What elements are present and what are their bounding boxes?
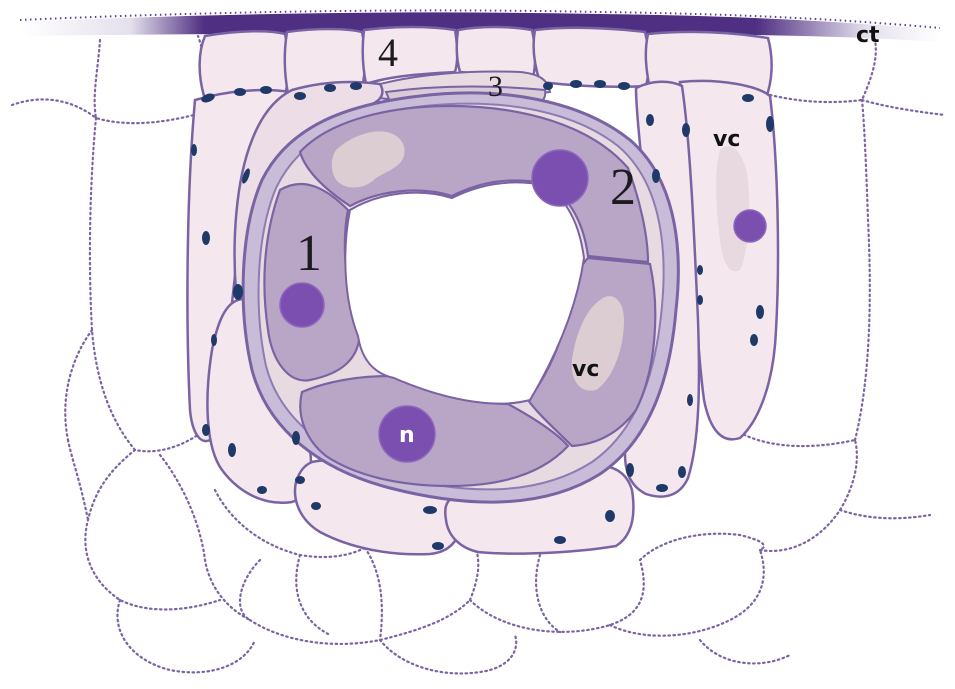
label-cell-1: 1 <box>296 225 322 282</box>
small-nucleus <box>697 265 703 275</box>
small-nucleus <box>543 82 553 90</box>
dotted-cell <box>95 36 207 123</box>
dotted-cell <box>735 430 855 446</box>
dotted-cell <box>240 560 260 620</box>
nucleus-cell-2 <box>532 150 588 206</box>
small-nucleus <box>260 86 272 94</box>
dotted-cell <box>365 548 382 640</box>
small-nucleus <box>646 114 654 126</box>
dotted-cell <box>855 100 870 440</box>
small-nucleus <box>432 542 444 550</box>
dotted-cell <box>296 555 330 635</box>
small-nucleus <box>324 84 336 92</box>
small-nucleus <box>656 484 668 492</box>
epidermal-cell <box>534 28 649 87</box>
small-nucleus <box>678 466 686 478</box>
dotted-cell <box>65 330 92 440</box>
small-nucleus <box>682 123 690 137</box>
dotted-cell <box>85 450 220 609</box>
label-vacuole-inner: vc <box>572 357 599 382</box>
small-nucleus <box>626 463 634 477</box>
small-nucleus <box>605 510 615 522</box>
small-nucleus <box>554 536 566 544</box>
dotted-cell <box>470 545 478 600</box>
label-cell-2: 2 <box>610 159 636 216</box>
dotted-cell <box>862 100 945 115</box>
dotted-cell <box>760 440 857 551</box>
small-nucleus <box>570 80 582 88</box>
dotted-cell <box>68 440 88 520</box>
small-nucleus <box>234 88 246 96</box>
small-nucleus <box>294 92 306 100</box>
dotted-cell <box>250 600 470 644</box>
small-nucleus <box>228 443 236 457</box>
small-nucleus <box>202 231 210 245</box>
label-cell-3: 3 <box>488 70 503 103</box>
small-nucleus <box>756 305 764 319</box>
label-cell-4: 4 <box>378 30 398 75</box>
small-nucleus <box>766 116 774 132</box>
nucleus-cell-1 <box>280 283 324 327</box>
dotted-cell <box>470 560 644 632</box>
small-nucleus <box>311 502 321 510</box>
label-nucleus: n <box>399 423 415 448</box>
dotted-cell <box>536 555 560 632</box>
dotted-cell <box>840 510 930 518</box>
nucleus-far-right <box>734 210 766 242</box>
label-cuticle: ct <box>856 23 880 48</box>
small-nucleus <box>257 486 267 494</box>
small-nucleus <box>191 144 197 156</box>
small-nucleus <box>202 424 210 436</box>
small-nucleus <box>594 80 606 88</box>
small-nucleus <box>295 476 305 484</box>
small-nucleus <box>233 284 243 300</box>
dotted-cell <box>640 534 764 560</box>
small-nucleus <box>750 334 758 346</box>
small-nucleus <box>687 394 693 406</box>
small-nucleus <box>697 295 703 305</box>
dotted-cell <box>12 99 96 118</box>
dotted-cell <box>380 635 516 673</box>
small-nucleus <box>618 82 630 90</box>
small-nucleus <box>652 169 660 183</box>
small-nucleus <box>423 506 437 514</box>
small-nucleus <box>350 82 362 90</box>
small-nucleus <box>211 334 217 346</box>
small-nucleus <box>742 94 754 102</box>
dotted-cell <box>610 550 764 636</box>
label-vacuole-top-right: vc <box>713 127 740 152</box>
dotted-cell <box>700 640 790 663</box>
small-nucleus <box>292 431 300 445</box>
